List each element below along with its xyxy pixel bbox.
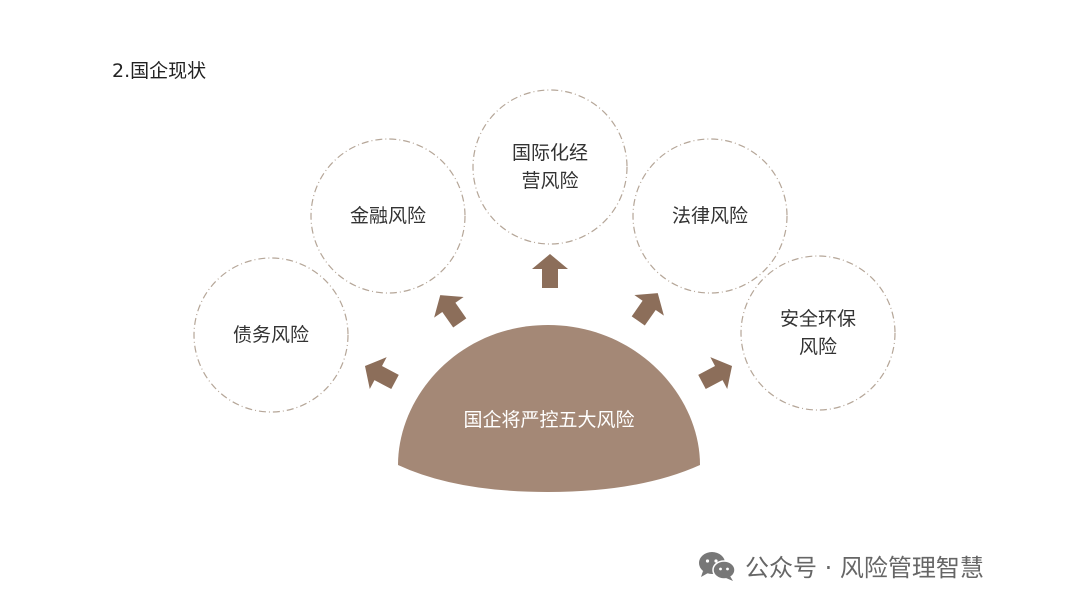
risk-circle-finance [310,138,466,294]
risk-circle-debt [193,257,349,413]
arrow-right-icon [698,357,733,390]
watermark-text: 公众号 · 风险管理智慧 [745,554,984,582]
risk-label-finance: 金融风险 [350,202,426,230]
arrow-left-icon [364,357,399,390]
risk-label-line: 金融风险 [349,205,427,227]
watermark: 公众号 · 风险管理智慧 [697,548,984,583]
risk-label-line: 安全环保 [779,308,857,330]
risk-label-line: 风险 [798,336,838,358]
risk-label-line: 法律风险 [671,205,749,227]
center-dome [398,325,700,492]
arrow-up-icon [532,254,568,288]
center-label: 国企将严控五大风险 [463,409,635,431]
arrow-up-left-icon [434,295,467,328]
risk-label-line: 债务风险 [232,324,310,346]
arrow-up-right-icon [631,293,664,326]
risk-label-international: 国际化经 营风险 [512,139,588,195]
risk-circle-international [472,89,628,245]
risk-label-line: 国际化经 [511,142,589,164]
wechat-icon [699,551,736,581]
slide-title: 2.国企现状 [112,60,207,82]
risk-circle-legal [632,138,788,294]
risk-label-legal: 法律风险 [672,202,748,230]
risk-circle-safety [740,255,896,411]
risk-label-debt: 债务风险 [233,321,309,349]
risk-label-safety: 安全环保 风险 [780,305,856,361]
risk-label-line: 营风险 [521,170,579,192]
